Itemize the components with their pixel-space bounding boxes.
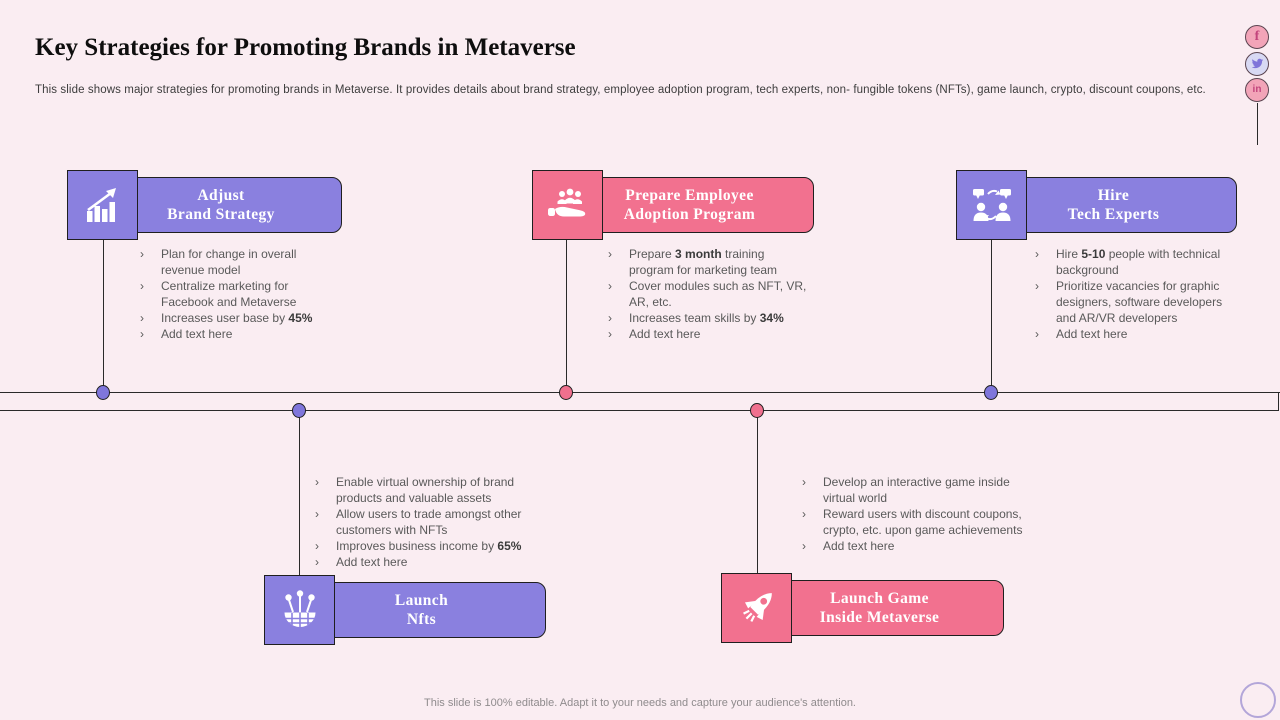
- bullet-item: ›Reward users with discount coupons, cry…: [802, 507, 1023, 537]
- bullet-item: ›Allow users to trade amongst other cust…: [315, 507, 522, 537]
- timeline-top-line: [0, 392, 1280, 393]
- timeline-dot: [292, 403, 306, 418]
- strategy-title-line: Launch: [394, 591, 449, 609]
- bullet-item: ›Add text here: [608, 327, 701, 341]
- strategy-icon-box-launch-nfts: [264, 575, 335, 645]
- people-discussion-icon: [972, 189, 1011, 221]
- strategy-title-line: Launch Game: [830, 589, 929, 607]
- strategy-icon-box-adjust-brand-strategy: [67, 170, 138, 240]
- timeline-right-connector: [1278, 392, 1279, 411]
- strategy-title-line: Inside Metaverse: [819, 609, 940, 626]
- strategy-icon-box-launch-game-inside-metaverse: [721, 573, 792, 643]
- strategy-title-line: Nfts: [406, 611, 437, 628]
- growth-chart-icon: [86, 188, 116, 222]
- decorative-circle: [1240, 682, 1276, 718]
- bullet-item: ›Cover modules such as NFT, VR, AR, etc.: [608, 279, 807, 309]
- strategy-banner-adjust-brand-strategy: Adjust Brand Strategy: [100, 177, 342, 233]
- bullet-item: ›Enable virtual ownership of brand produ…: [315, 475, 515, 505]
- connector-line: [566, 240, 567, 392]
- slide-subtitle: This slide shows major strategies for pr…: [35, 84, 1206, 96]
- connector-line: [103, 240, 104, 392]
- timeline-bottom-line: [0, 410, 1279, 411]
- helping-hand-team-icon: [547, 188, 585, 217]
- bullet-item: ›Add text here: [1035, 327, 1128, 341]
- strategy-title-line: Prepare Employee: [625, 186, 754, 204]
- timeline-dot: [984, 385, 998, 400]
- strategy-bullets-launch-nfts: ›Enable virtual ownership of brand produ…: [315, 474, 553, 570]
- social-connector-line: [1257, 103, 1258, 145]
- connector-line: [299, 411, 300, 575]
- bullet-item: ›Increases team skills by 34%: [608, 311, 784, 325]
- strategy-banner-hire-tech-experts: Hire Tech Experts: [990, 177, 1237, 233]
- strategy-title-line: Tech Experts: [1067, 206, 1160, 223]
- bullet-item: ›Prepare 3 month training program for ma…: [608, 247, 778, 277]
- connector-line: [991, 240, 992, 392]
- strategy-banner-prepare-employee-adoption-program: Prepare Employee Adoption Program: [565, 177, 814, 233]
- strategy-title-line: Hire: [1097, 186, 1130, 204]
- bullet-item: ›Develop an interactive game inside virt…: [802, 475, 1010, 505]
- linkedin-icon[interactable]: in: [1245, 78, 1269, 102]
- bullet-item: ›Improves business income by 65%: [315, 539, 522, 553]
- globe-network-icon: [284, 590, 315, 627]
- strategy-title-line: Adjust: [197, 186, 245, 204]
- rocket-icon: [742, 593, 772, 622]
- social-icons: f in: [1245, 25, 1269, 105]
- bullet-item: ›Add text here: [140, 327, 233, 341]
- connector-line: [757, 411, 758, 573]
- bullet-item: ›Increases user base by 45%: [140, 311, 313, 325]
- strategy-bullets-launch-game-inside-metaverse: ›Develop an interactive game inside virt…: [802, 474, 1024, 554]
- timeline-dot: [750, 403, 764, 418]
- strategy-banner-launch-game-inside-metaverse: Launch Game Inside Metaverse: [755, 580, 1004, 636]
- timeline-dot: [559, 385, 573, 400]
- twitter-icon[interactable]: [1245, 51, 1269, 76]
- bullet-item: ›Add text here: [802, 539, 895, 553]
- facebook-glyph: f: [1254, 29, 1260, 44]
- bullet-item: ›Centralize marketing for Facebook and M…: [140, 279, 297, 309]
- strategy-bullets-hire-tech-experts: ›Hire 5-10 people with technical backgro…: [1035, 246, 1235, 342]
- bullet-item: ›Plan for change in overall revenue mode…: [140, 247, 297, 277]
- page-title: Key Strategies for Promoting Brands in M…: [35, 34, 576, 61]
- strategy-title-line: Adoption Program: [623, 206, 756, 223]
- linkedin-glyph: in: [1252, 84, 1262, 95]
- strategy-bullets-adjust-brand-strategy: ›Plan for change in overall revenue mode…: [140, 246, 332, 342]
- bullet-item: ›Hire 5-10 people with technical backgro…: [1035, 247, 1221, 277]
- twitter-bird-glyph: [1251, 58, 1263, 69]
- strategy-bullets-prepare-employee-adoption-program: ›Prepare 3 month training program for ma…: [608, 246, 808, 342]
- strategy-icon-box-prepare-employee-adoption-program: [532, 170, 603, 240]
- strategy-title-line: Brand Strategy: [167, 206, 275, 223]
- bullet-item: ›Prioritize vacancies for graphic design…: [1035, 279, 1223, 325]
- strategy-banner-launch-nfts: Launch Nfts: [297, 582, 546, 638]
- strategy-icon-box-hire-tech-experts: [956, 170, 1027, 240]
- bullet-item: ›Add text here: [315, 555, 408, 569]
- timeline-dot: [96, 385, 110, 400]
- facebook-icon[interactable]: f: [1245, 25, 1269, 49]
- footer-note: This slide is 100% editable. Adapt it to…: [424, 697, 856, 709]
